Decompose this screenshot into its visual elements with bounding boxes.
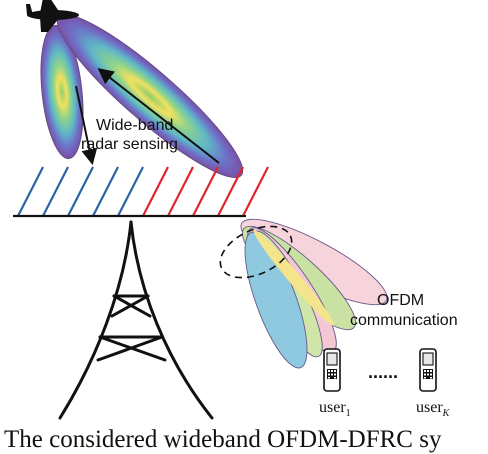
base-station-tower [58, 220, 214, 420]
mobile-phone-icon [323, 348, 341, 392]
antenna-elements-blue [17, 166, 144, 217]
antenna-array [13, 166, 269, 218]
comm-beam-yellow-core [253, 230, 335, 326]
radar-label-line2: radar sensing [81, 136, 178, 153]
radar-beam-lobes [40, 14, 244, 178]
user-1-label: user1 [319, 399, 351, 419]
user-1-subscript: 1 [346, 408, 351, 419]
radar-lobe-narrow [40, 24, 84, 160]
antenna-elements-red [142, 166, 269, 217]
radar-transmit-arrow [75, 85, 98, 166]
beam-focus-ellipse [219, 225, 293, 279]
users-ellipsis: ...... [368, 362, 398, 382]
mobile-phone-icon [419, 348, 437, 392]
user-k-subscript: K [442, 408, 451, 419]
communication-beams [240, 218, 388, 369]
radar-label-line1: Wide-band [96, 117, 173, 134]
comm-beam-blue [244, 231, 308, 369]
comm-label-line2: communication [350, 312, 458, 329]
user-k-label: userK [416, 399, 451, 419]
comm-label-line1: OFDM [377, 292, 424, 309]
airplane-icon [26, 0, 79, 32]
figure-caption: The considered wideband OFDM-DFRC sy [0, 425, 488, 454]
figure-caption-text: The considered wideband OFDM-DFRC sy [4, 426, 442, 453]
radar-echo-arrow [97, 68, 220, 164]
